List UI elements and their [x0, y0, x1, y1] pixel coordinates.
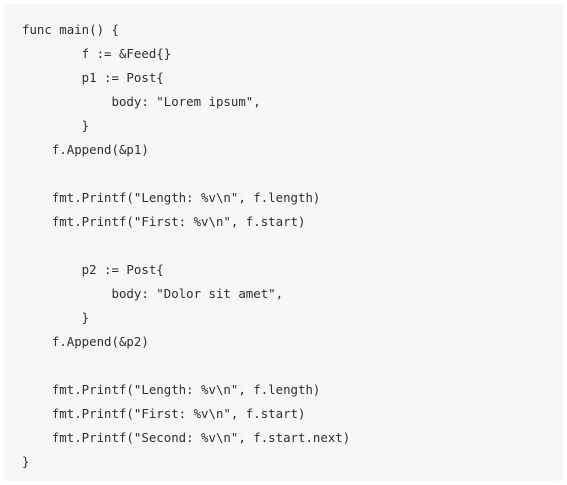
- code-line: [22, 234, 563, 258]
- code-line: fmt.Printf("First: %v\n", f.start): [22, 214, 306, 229]
- code-line: }: [22, 454, 30, 469]
- code-line: fmt.Printf("Second: %v\n", f.start.next): [22, 430, 351, 445]
- code-line: body: "Dolor sit amet",: [22, 286, 284, 301]
- code-line: f.Append(&p1): [22, 142, 149, 157]
- code-block: func main() { f := &Feed{} p1 := Post{ b…: [4, 4, 563, 481]
- code-line: f := &Feed{}: [22, 46, 172, 61]
- code-line: fmt.Printf("First: %v\n", f.start): [22, 406, 306, 421]
- code-line: }: [22, 118, 90, 133]
- code-line: }: [22, 310, 90, 325]
- code-line: f.Append(&p2): [22, 334, 149, 349]
- code-line: p2 := Post{: [22, 262, 164, 277]
- code-line: [22, 162, 563, 186]
- code-line: fmt.Printf("Length: %v\n", f.length): [22, 382, 321, 397]
- code-line: p1 := Post{: [22, 70, 164, 85]
- code-line: func main() {: [22, 22, 119, 37]
- code-line: [22, 354, 563, 378]
- code-line: fmt.Printf("Length: %v\n", f.length): [22, 190, 321, 205]
- code-line: body: "Lorem ipsum",: [22, 94, 261, 109]
